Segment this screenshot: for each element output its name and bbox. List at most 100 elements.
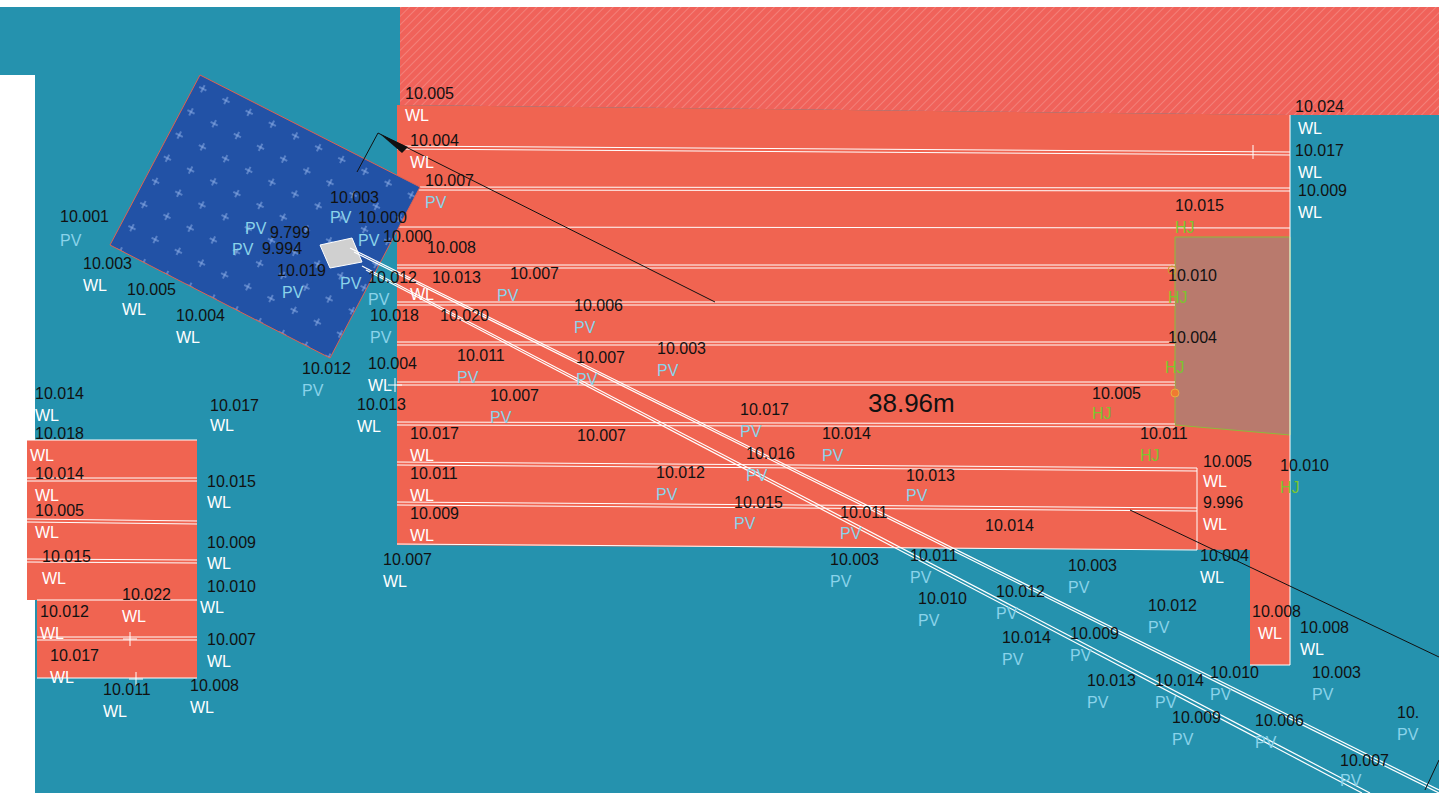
point-code: PV (1397, 727, 1418, 743)
spot-level: 10.013 (1087, 673, 1136, 689)
spot-level: 10.012 (1148, 598, 1197, 614)
spot-level: 10.017 (410, 426, 459, 442)
spot-level: 10.008 (1252, 604, 1301, 620)
point-code: WL (176, 330, 200, 346)
point-code: PV (302, 383, 323, 399)
spot-level: 10.009 (1070, 626, 1119, 642)
spot-level: 10.012 (996, 584, 1045, 600)
point-code: PV (1087, 695, 1108, 711)
point-code: WL (410, 448, 434, 464)
point-code: PV (282, 285, 303, 301)
spot-level: 10.007 (510, 266, 559, 282)
spot-level: 10.016 (746, 446, 795, 462)
spot-level: 10.003 (1068, 558, 1117, 574)
spot-level: 10.007 (577, 428, 626, 444)
point-code: WL (1258, 626, 1282, 642)
point-code: WL (50, 670, 74, 686)
spot-level: 10.014 (822, 426, 871, 442)
spot-level: 10.013 (432, 270, 481, 286)
point-code: PV (656, 487, 677, 503)
point-code: PV (1210, 687, 1231, 703)
point-code: PV (996, 606, 1017, 622)
spot-level: 10.000 (358, 210, 407, 226)
point-code: PV (1002, 652, 1023, 668)
point-code: WL (83, 278, 107, 294)
spot-level: 10.024 (1295, 99, 1344, 115)
spot-level: 10.010 (918, 591, 967, 607)
point-code: WL (410, 488, 434, 504)
spot-level: 10.000 (383, 229, 432, 245)
spot-level: 10.003 (330, 190, 379, 206)
spot-level: 10.005 (405, 86, 454, 102)
point-code: WL (190, 700, 214, 716)
point-code: PV (906, 488, 927, 504)
point-code: PV (457, 370, 478, 386)
spot-level: 10.009 (1172, 710, 1221, 726)
spot-level: 10.010 (207, 579, 256, 595)
spot-level: 10.007 (207, 632, 256, 648)
spot-level: 10.010 (1168, 268, 1217, 284)
spot-level: 10.003 (1312, 665, 1361, 681)
point-code: WL (383, 574, 407, 590)
spot-level: 10.012 (368, 270, 417, 286)
spot-level: 10.004 (368, 356, 417, 372)
point-code: PV (1340, 773, 1361, 789)
spot-level: 10.011 (457, 348, 505, 364)
spot-level: 9.799 (270, 225, 310, 241)
point-code: WL (207, 654, 231, 670)
point-code: PV (368, 292, 389, 308)
spot-level: 10.006 (574, 298, 623, 314)
point-code: PV (1172, 732, 1193, 748)
point-code: WL (122, 302, 146, 318)
point-code: PV (60, 233, 81, 249)
point-code: PV (576, 372, 597, 388)
point-code: PV (1068, 580, 1089, 596)
point-code: WL (410, 528, 434, 544)
spot-level: 10.009 (207, 535, 256, 551)
point-code: PV (490, 410, 511, 426)
spot-level: 10.004 (410, 133, 459, 149)
spot-level: 10.007 (576, 350, 625, 366)
spot-level: 10.012 (656, 465, 705, 481)
point-code: WL (1200, 570, 1224, 586)
point-code: WL (35, 408, 59, 424)
spot-level: 10.008 (1300, 620, 1349, 636)
spot-level: 10.010 (1210, 665, 1259, 681)
spot-level: 10.005 (35, 503, 84, 519)
point-code: PV (245, 221, 266, 237)
point-code: PV (358, 233, 379, 249)
point-code: WL (42, 571, 66, 587)
spot-level: 10.017 (1295, 143, 1344, 159)
point-code: PV (1312, 687, 1333, 703)
spot-level: 10.012 (302, 361, 351, 377)
spot-level: 10.015 (42, 549, 91, 565)
point-code: WL (405, 108, 429, 124)
spot-level: 10.005 (127, 282, 176, 298)
point-code: PV (340, 276, 361, 292)
point-code: WL (1203, 517, 1227, 533)
point-code: PV (740, 424, 761, 440)
point-code: PV (425, 195, 446, 211)
point-code: WL (122, 609, 146, 625)
spot-level: 10.003 (830, 552, 879, 568)
spot-level: 10.014 (985, 518, 1034, 534)
point-code: HJ (1175, 220, 1195, 236)
point-code: WL (200, 600, 224, 616)
point-code: PV (1148, 620, 1169, 636)
point-code: HJ (1092, 406, 1112, 422)
point-code: PV (497, 288, 518, 304)
spot-level: 10.014 (35, 466, 84, 482)
spot-level: 10.018 (370, 308, 419, 324)
spot-level: 10.008 (427, 240, 476, 256)
point-code: WL (40, 626, 64, 642)
point-code: PV (910, 570, 931, 586)
spot-level: 10.017 (210, 398, 259, 414)
spot-level: 10.022 (122, 587, 171, 603)
spot-level: 10.006 (1255, 713, 1304, 729)
point-code: WL (210, 418, 234, 434)
spot-level: 10.005 (1092, 386, 1141, 402)
spot-level: 9.994 (262, 241, 302, 257)
point-code: WL (207, 556, 231, 572)
spot-level: 9.996 (1203, 495, 1243, 511)
